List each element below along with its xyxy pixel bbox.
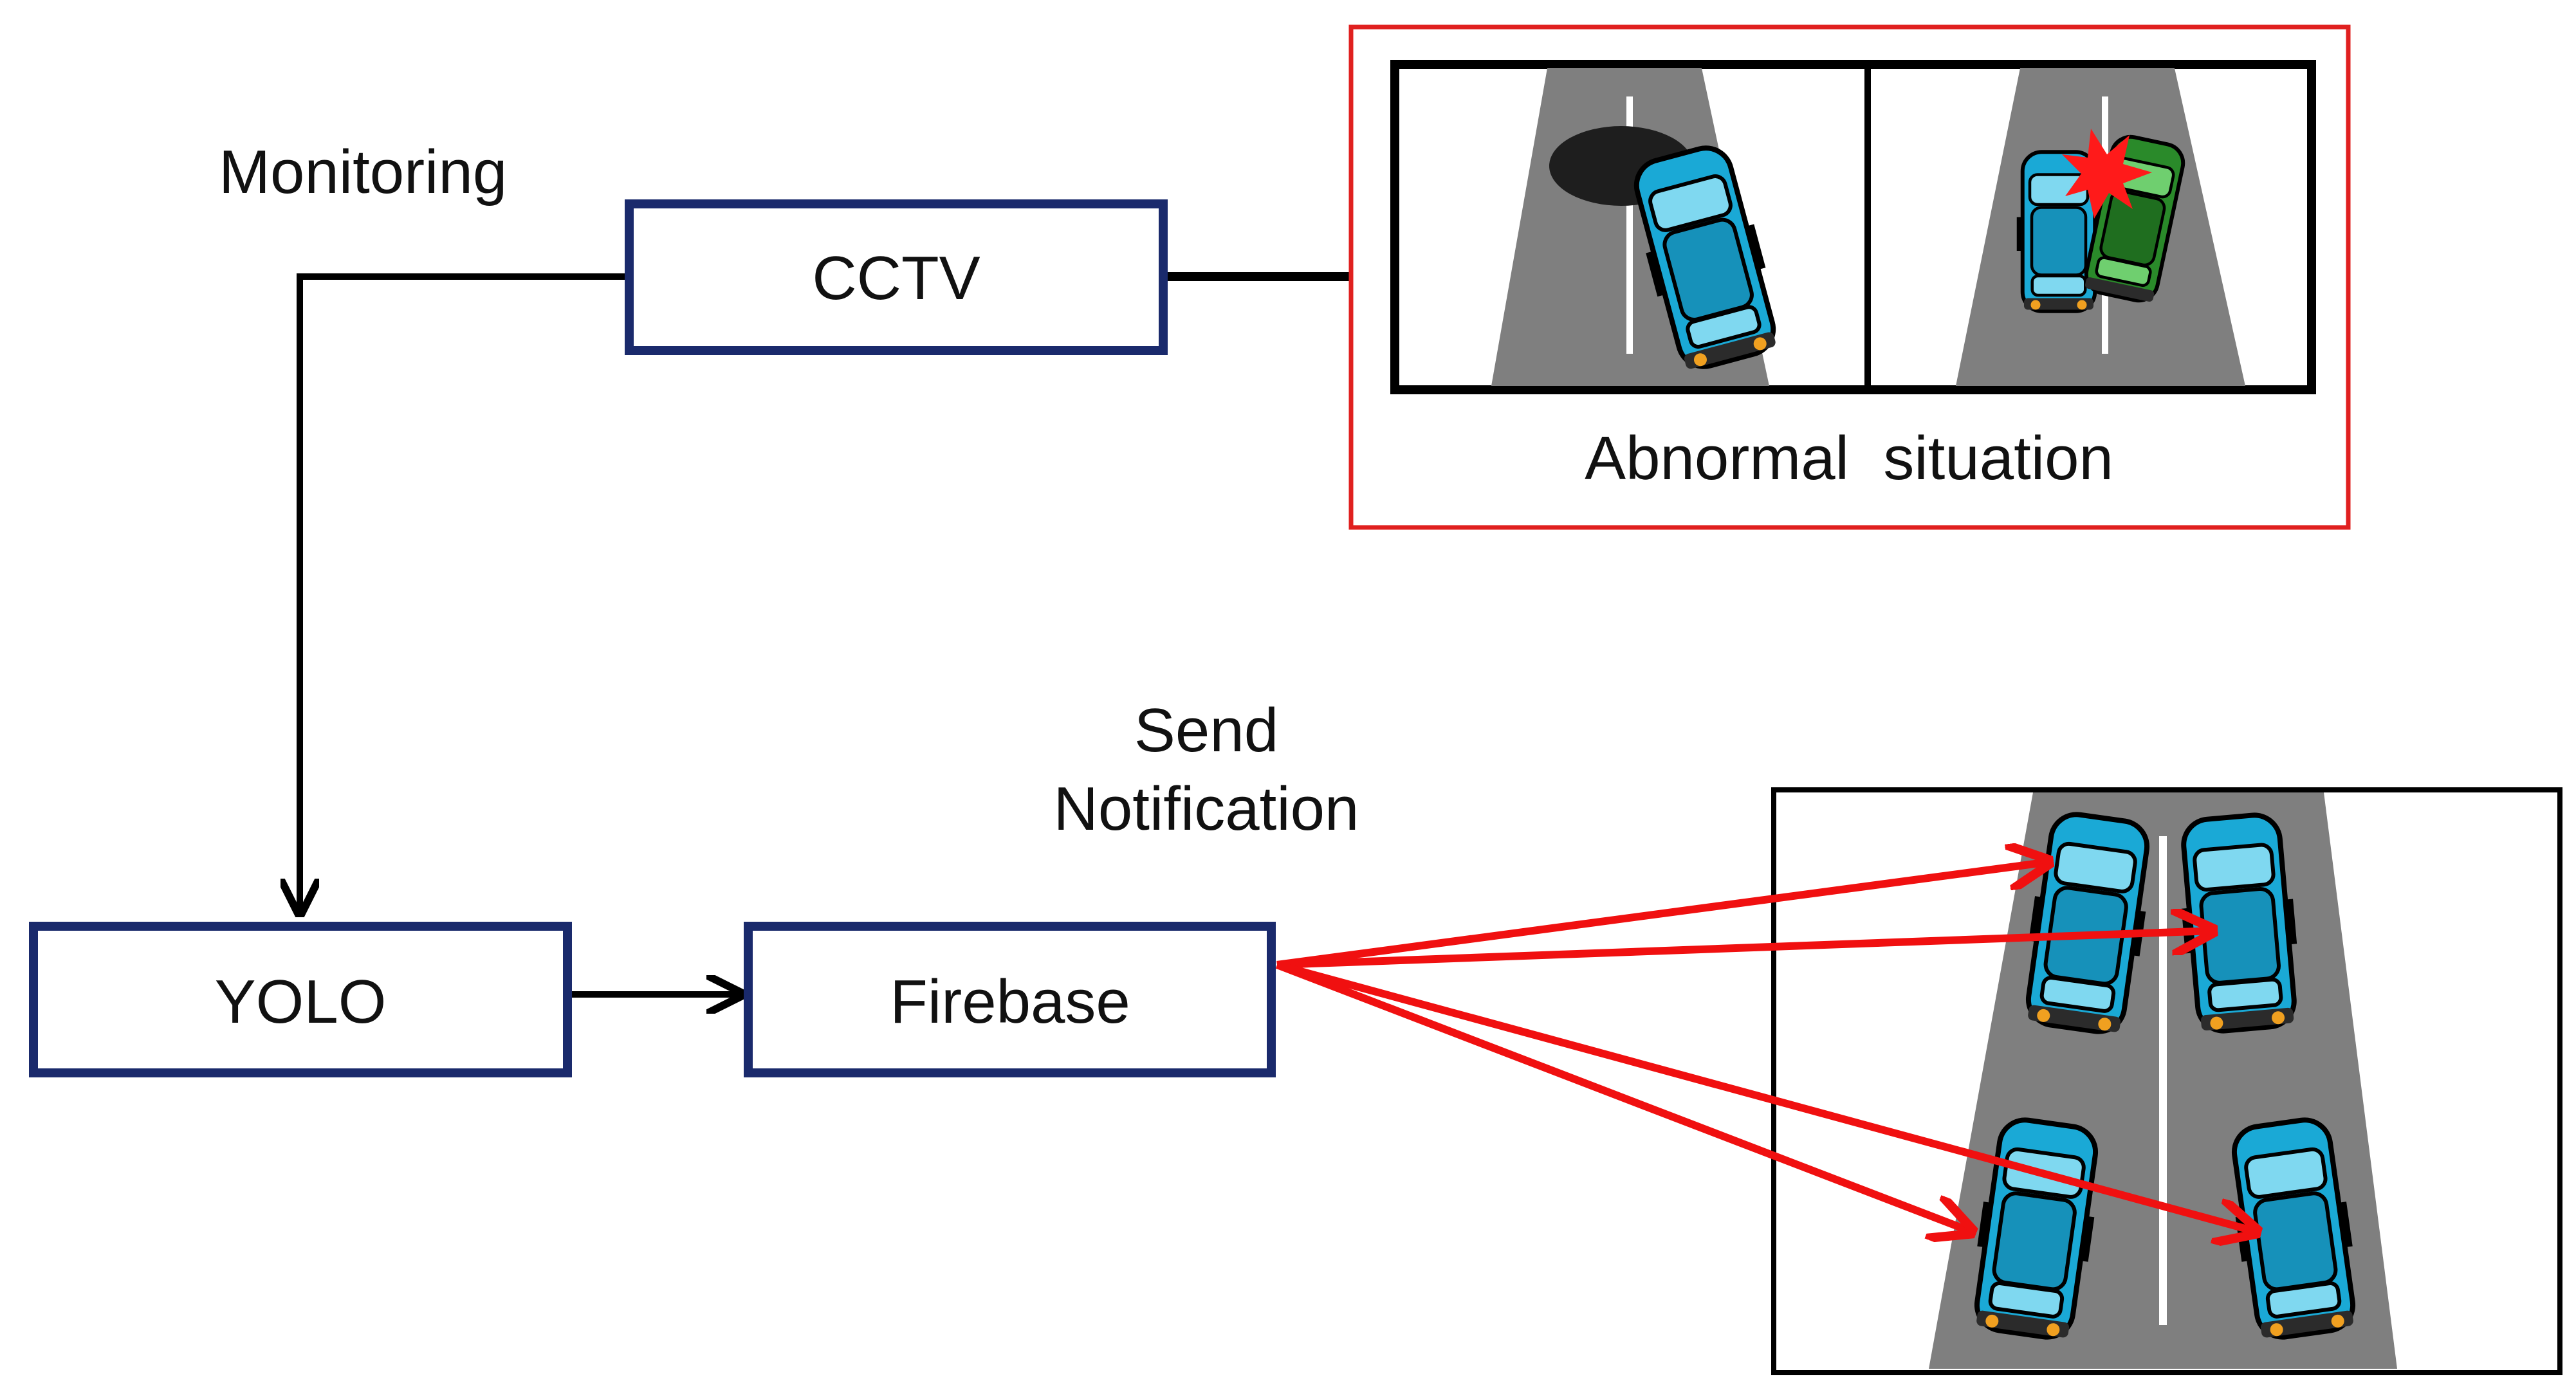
firebase-node: Firebase <box>744 922 1276 1077</box>
yolo-node: YOLO <box>29 922 572 1077</box>
abnormal-situation-panel: Abnormal situation <box>1348 24 2351 530</box>
abnormal-situation-caption: Abnormal situation <box>1585 424 2113 493</box>
pothole-car-icon <box>1491 68 1783 386</box>
notification-arrow-2 <box>1276 931 2213 969</box>
monitoring-label: Monitoring <box>219 138 507 206</box>
firebase-label: Firebase <box>890 967 1130 1036</box>
cctv-label: CCTV <box>812 244 980 313</box>
cctv-node: CCTV <box>625 199 1168 355</box>
send-label-line1: Send <box>1134 696 1278 765</box>
notification-arrow-4 <box>1276 961 2257 1232</box>
notification-arrows <box>1275 862 2257 1232</box>
send-label-line2: Notification <box>1054 774 1359 843</box>
notification-arrow-3 <box>1275 961 1972 1232</box>
road-panel <box>1771 787 2562 1375</box>
car-collision-icon <box>1956 68 2245 386</box>
connector-cctv-to-yolo <box>300 273 627 913</box>
yolo-label: YOLO <box>215 967 387 1036</box>
notification-arrow-1 <box>1276 862 2049 969</box>
